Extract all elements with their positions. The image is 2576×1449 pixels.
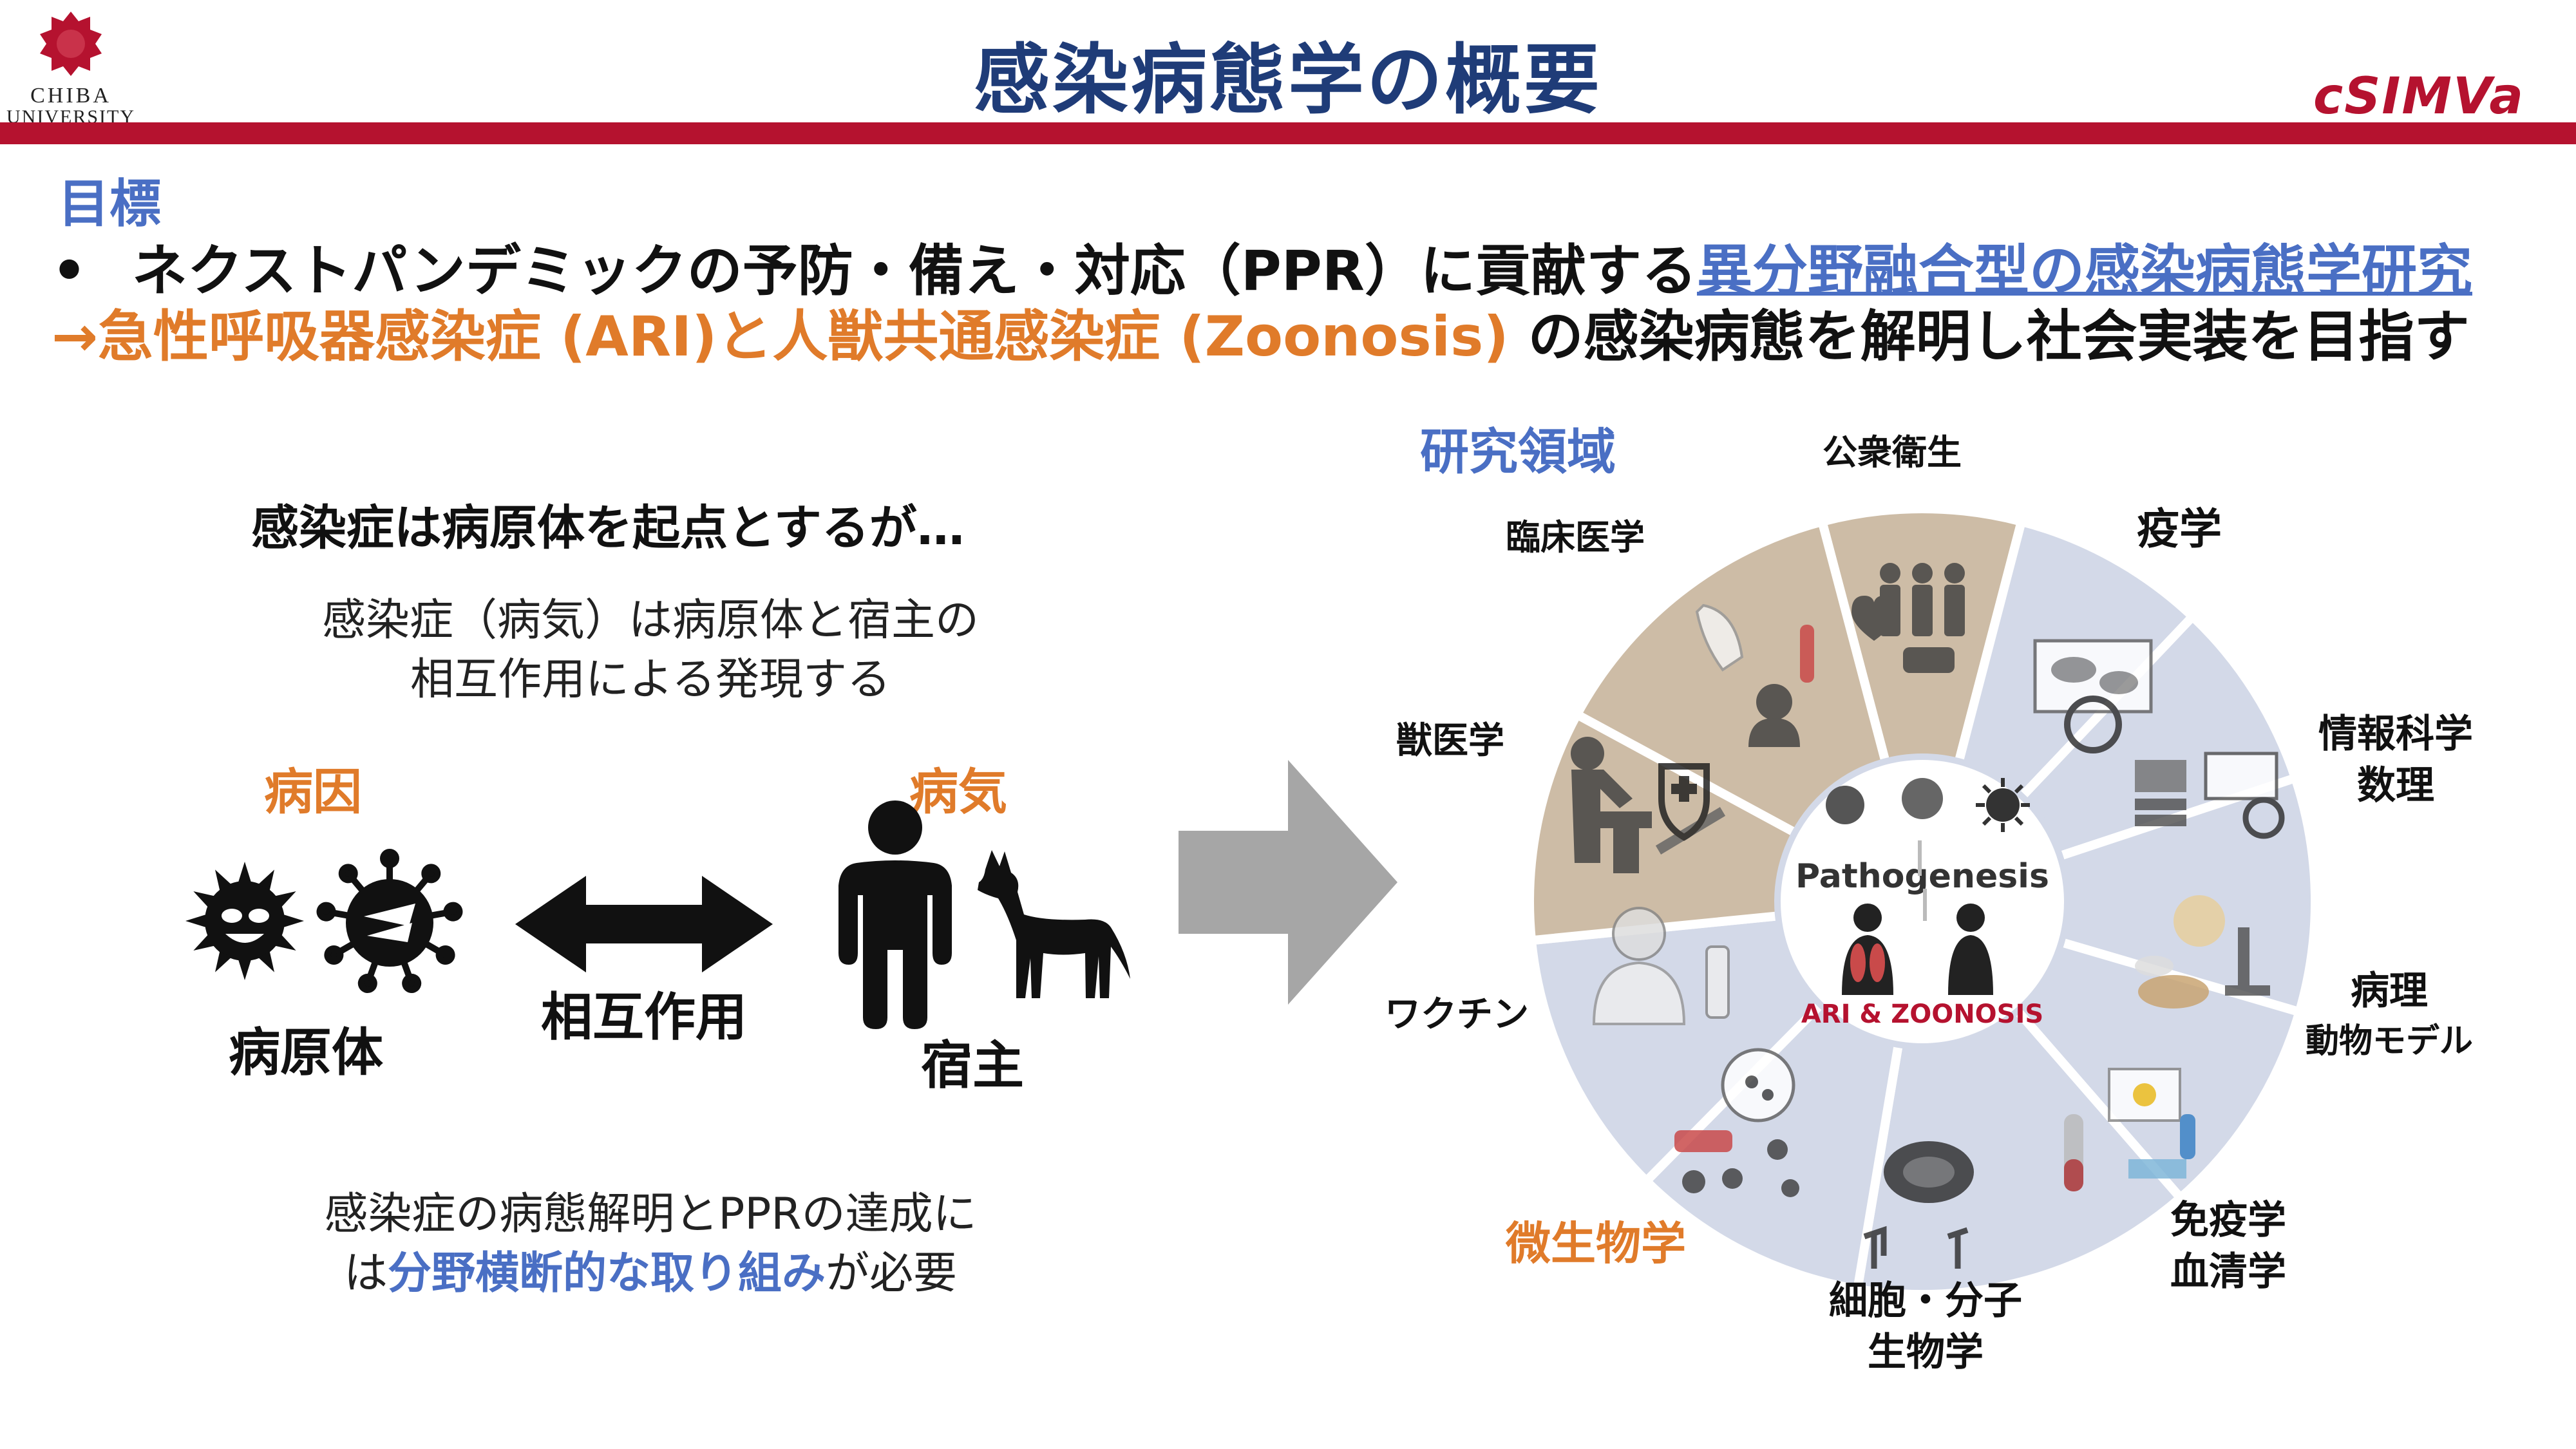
label-pathology-1: 病理: [2351, 969, 2428, 1014]
cause-label: 病因: [264, 763, 362, 820]
label-cell-2: 生物学: [1868, 1330, 1984, 1375]
pathogen-label: 病原体: [229, 1023, 383, 1083]
left-heading: 感染症は病原体を起点とするが…: [251, 500, 965, 556]
label-public-health: 公衆衛生: [1823, 432, 1962, 473]
goal-label: 目標: [58, 174, 161, 234]
label-immunology-2: 血清学: [2170, 1249, 2286, 1294]
virus-spiky-icon: [185, 862, 304, 980]
person-icon: [838, 800, 952, 1029]
virus-corona-icon: [316, 849, 463, 993]
csimva-logo: cSIMVa: [2313, 68, 2524, 126]
bottom-line2-highlight: 分野横断的な取り組み: [387, 1248, 826, 1299]
bottom-line1: 感染症の病態解明とPPRの達成に: [324, 1189, 977, 1240]
logo-line1: CHIBA: [30, 84, 111, 108]
disease-label: 病気: [909, 763, 1007, 820]
desc-line1: 感染症（病気）は病原体と宿主の: [321, 595, 979, 646]
label-vaccine: ワクチン: [1385, 994, 1529, 1036]
label-informatics: 情報科学 数理: [2299, 708, 2492, 811]
chiba-logo: CHIBA UNIVERSITY: [6, 5, 135, 128]
research-wheel: Pathogenesis ARI & ZOONOSIS: [1523, 502, 2322, 1301]
label-cell-biology: 細胞・分子 生物学: [1797, 1275, 2054, 1378]
label-informatics-1: 情報科学: [2318, 712, 2473, 757]
label-veterinary: 獣医学: [1396, 720, 1504, 762]
wheel-title: 研究領域: [1420, 423, 1616, 480]
bottom-line2: は分野横断的な取り組みが必要: [193, 1244, 1108, 1303]
chiba-logo-emblem-icon: [40, 12, 102, 76]
host-label: 宿主: [921, 1036, 1024, 1095]
center-ari-zoonosis: ARI & ZOONOSIS: [1801, 999, 2043, 1029]
goal-line2-orange: →急性呼吸器感染症 (ARI)と人獣共通感染症 (Zoonosis): [52, 305, 1509, 369]
page-title: 感染病態学の概要: [973, 35, 1602, 124]
label-epidemiology: 疫学: [2137, 504, 2222, 554]
label-cell-1: 細胞・分子: [1829, 1278, 2022, 1323]
double-arrow-icon: [515, 876, 773, 972]
dog-icon: [978, 850, 1130, 998]
interaction-label: 相互作用: [541, 987, 747, 1047]
header-divider: [0, 122, 2576, 144]
label-microbiology: 微生物学: [1506, 1217, 1686, 1270]
left-description: 感染症（病気）は病原体と宿主の 相互作用による発現する: [193, 591, 1108, 710]
bottom-line2-post: が必要: [826, 1248, 958, 1299]
bottom-line2-pre: は: [343, 1248, 388, 1299]
big-arrow-icon: [1179, 760, 1397, 1005]
label-immunology: 免疫学 血清学: [2132, 1195, 2325, 1298]
goal-line1: • ネクストパンデミックの予防・備え・対応（PPR）に貢献する異分野融合型の感染病…: [52, 225, 2472, 306]
goal-line2-rest: の感染病態を解明し社会実装を目指す: [1508, 305, 2470, 369]
label-immunology-1: 免疫学: [2170, 1198, 2286, 1243]
label-clinical: 臨床医学: [1506, 517, 1645, 558]
label-pathology: 病理 動物モデル: [2280, 966, 2499, 1066]
label-informatics-2: 数理: [2357, 763, 2434, 808]
goal-line1-text: ネクストパンデミックの予防・備え・対応（PPR）に貢献する: [131, 239, 1697, 303]
desc-line2: 相互作用による発現する: [410, 654, 891, 705]
bullet: •: [52, 239, 87, 303]
goal-line1-highlight: 異分野融合型の感染病態学研究: [1696, 239, 2472, 303]
label-pathology-2: 動物モデル: [2305, 1022, 2473, 1061]
goal-line2: →急性呼吸器感染症 (ARI)と人獣共通感染症 (Zoonosis) の感染病態…: [52, 291, 2470, 372]
center-pathogenesis: Pathogenesis: [1795, 857, 2049, 896]
left-bottom-text: 感染症の病態解明とPPRの達成に は分野横断的な取り組みが必要: [193, 1185, 1108, 1303]
